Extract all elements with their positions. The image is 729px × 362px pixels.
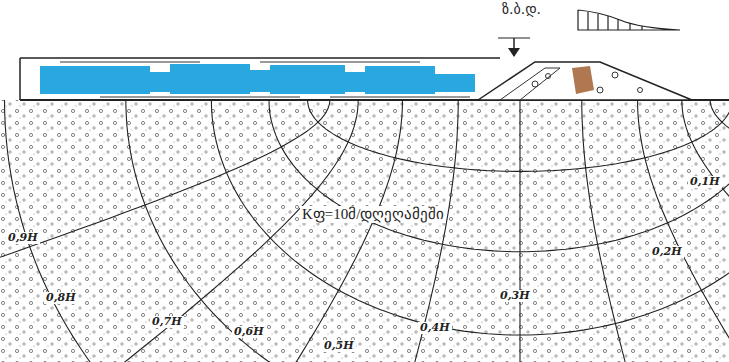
equipotential-line [582,100,729,362]
head-label: 0,2H [650,246,684,258]
streamline [211,100,729,335]
head-label: 0,3H [498,290,532,302]
equipotential-line [710,100,729,324]
water-hatching [60,62,470,97]
reservoir-edge [19,58,21,100]
head-label: 0,8H [44,292,78,304]
permeability-note: Kფ=10მ/დღეღამეში [300,206,446,223]
streamline [269,100,729,252]
dam-body [478,62,692,100]
dam-lining [500,68,643,100]
streamline [5,100,729,362]
head-label: 0,1H [688,176,722,188]
equipotential-line [0,100,358,362]
level-mark [498,38,530,39]
head-label: 0,5H [322,340,356,352]
water [40,64,475,94]
equipotential-line [78,100,403,362]
flow-net [0,100,729,362]
equipotential-line [288,100,459,362]
streamline [126,100,729,362]
streamline [308,100,729,171]
equipotential-line [0,100,330,324]
head-label: 0,6H [232,326,266,338]
equipotential-line [519,100,520,362]
equipotential-line [638,100,729,362]
equipotential-line [682,100,729,362]
head-label: 0,4H [418,322,452,334]
head-label: 0,9H [6,232,40,244]
level-arrowhead [508,48,520,57]
level-label: ზ.ბ.დ. [500,2,543,17]
pressure-diagram [578,10,680,30]
water-surface [20,57,500,59]
dam-core [572,66,594,94]
head-label: 0,7H [150,316,184,328]
